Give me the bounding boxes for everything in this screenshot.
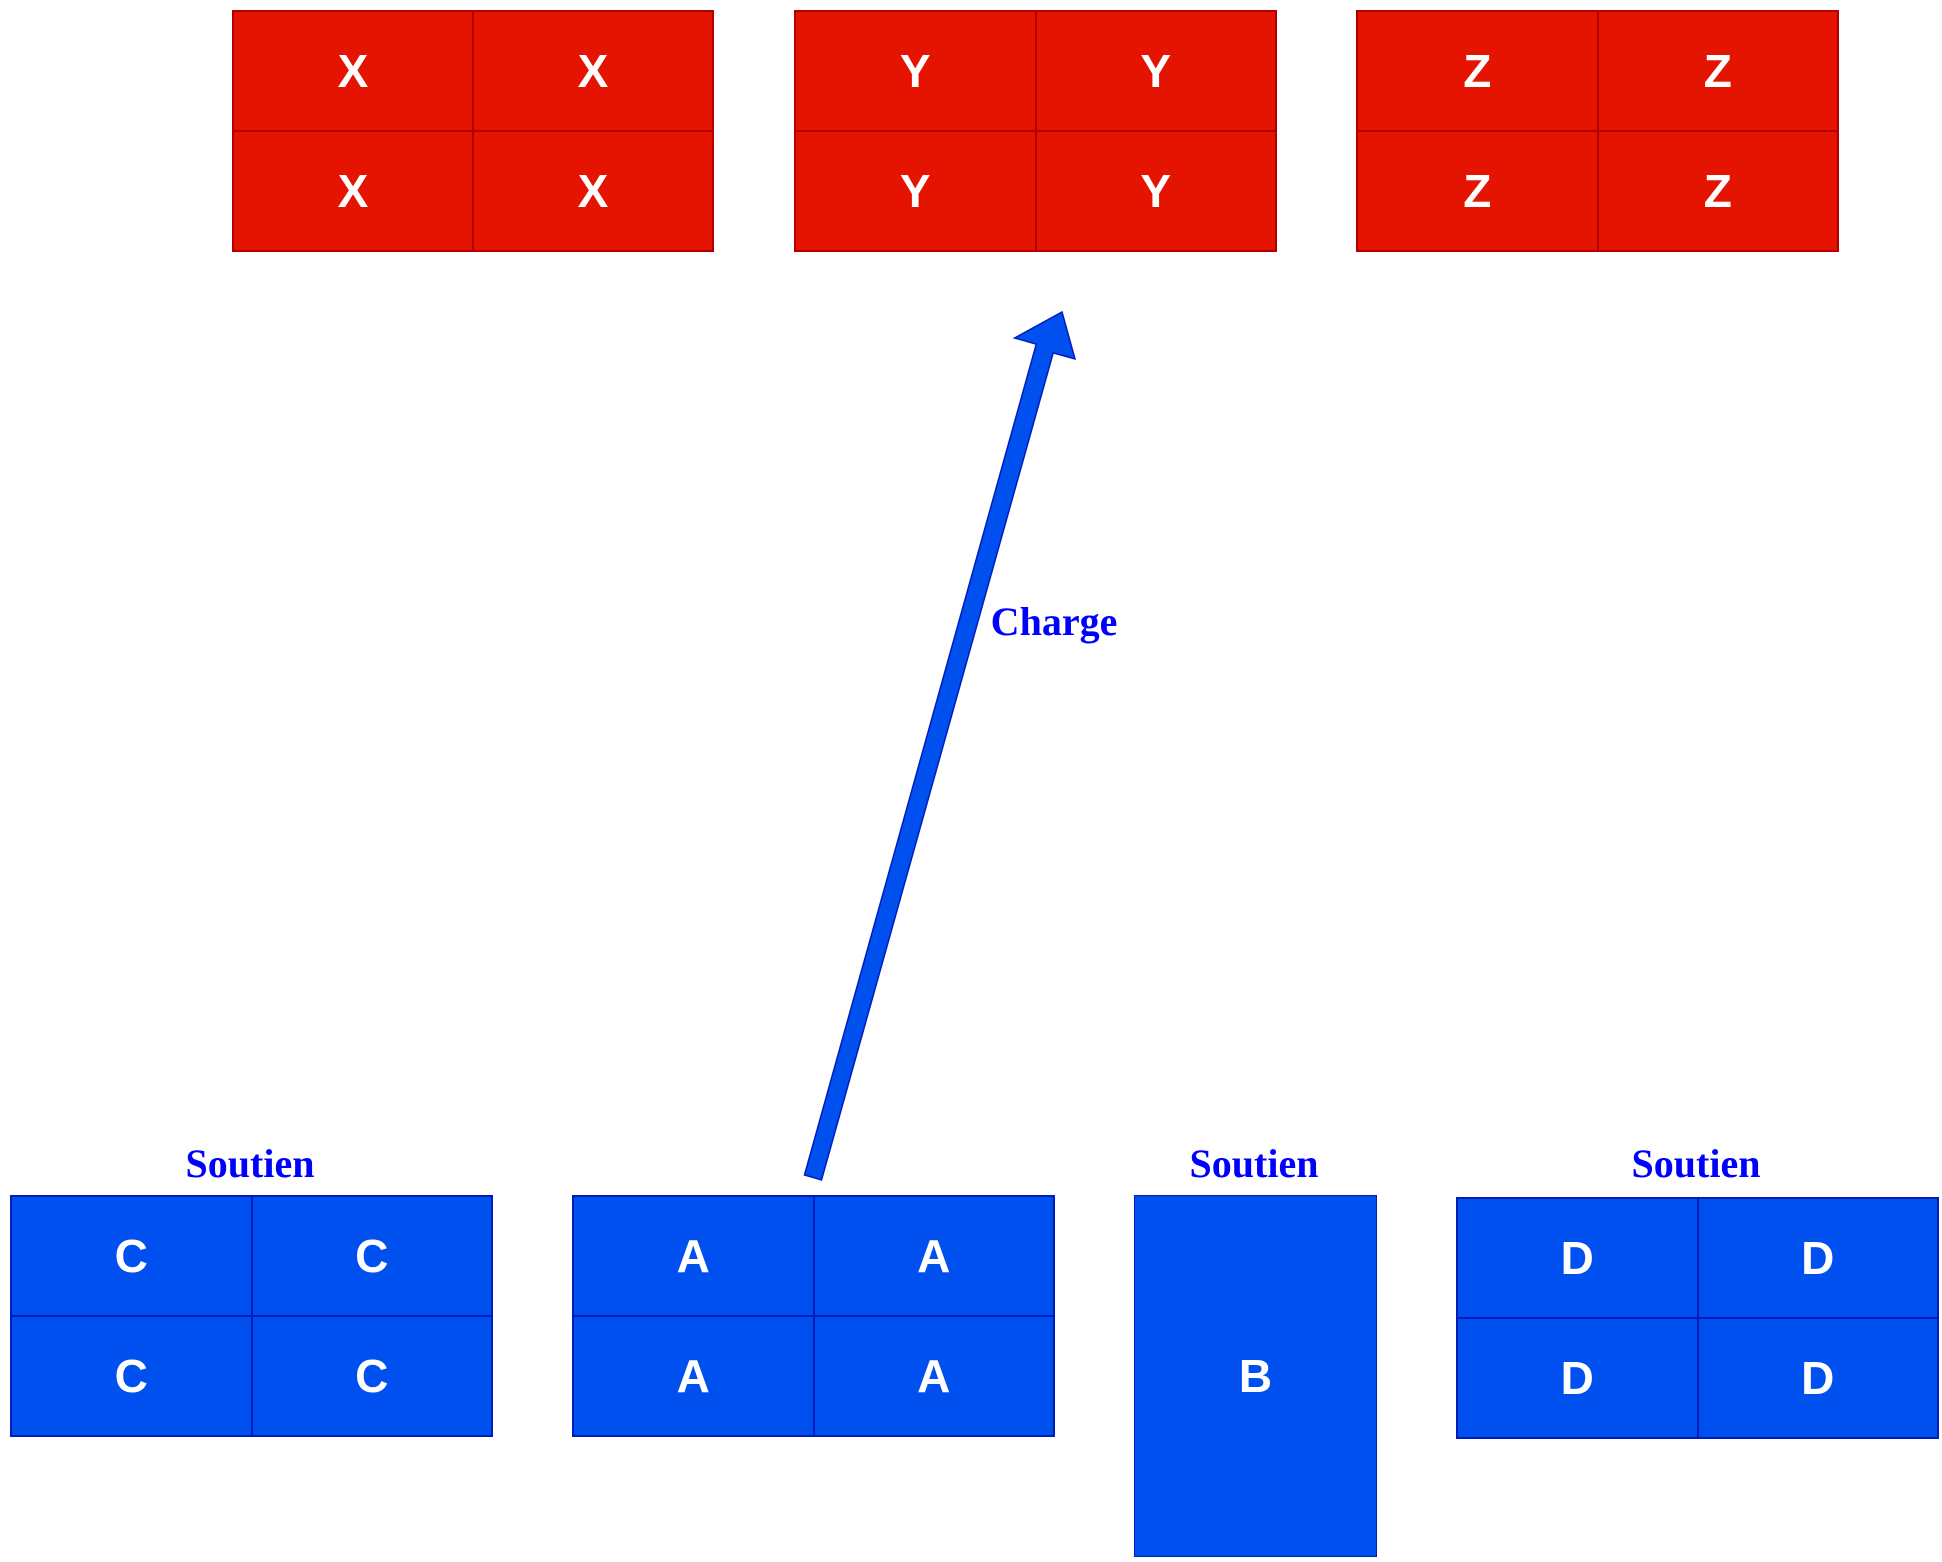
block-y: Y Y Y Y [794, 10, 1277, 252]
cell-z: Z [1597, 11, 1838, 131]
cell-z: Z [1597, 131, 1838, 251]
cell-c: C [251, 1316, 492, 1436]
cell-x: X [473, 11, 713, 131]
cell-x: X [473, 131, 713, 251]
support-label-b: Soutien [1189, 1141, 1319, 1186]
support-label-c: Soutien [185, 1141, 315, 1186]
cell-c: C [251, 1196, 492, 1316]
cell-b: B [1238, 1350, 1273, 1402]
cell-d: D [1697, 1198, 1938, 1318]
cell-y: Y [795, 11, 1036, 131]
block-d: D D D D [1456, 1197, 1939, 1439]
block-z: Z Z Z Z [1356, 10, 1839, 252]
cell-a: A [813, 1196, 1054, 1316]
charge-arrow-shape [803, 310, 1077, 1181]
block-c: C C C C [10, 1195, 493, 1437]
cell-y: Y [1035, 11, 1276, 131]
cell-y: Y [1035, 131, 1276, 251]
cell-a: A [573, 1316, 814, 1436]
cell-z: Z [1357, 131, 1598, 251]
cell-x: X [233, 131, 473, 251]
cell-y: Y [795, 131, 1036, 251]
cell-d: D [1457, 1318, 1698, 1438]
cell-c: C [11, 1316, 252, 1436]
block-x: X X X X [232, 10, 714, 252]
cell-a: A [813, 1316, 1054, 1436]
cell-d: D [1697, 1318, 1938, 1438]
cell-d: D [1457, 1198, 1698, 1318]
support-label-d: Soutien [1631, 1141, 1761, 1186]
block-a: A A A A [572, 1195, 1055, 1437]
charge-label: Charge [990, 599, 1118, 644]
block-b: B [1134, 1195, 1377, 1557]
cell-a: A [573, 1196, 814, 1316]
cell-x: X [233, 11, 473, 131]
cell-c: C [11, 1196, 252, 1316]
cell-z: Z [1357, 11, 1598, 131]
